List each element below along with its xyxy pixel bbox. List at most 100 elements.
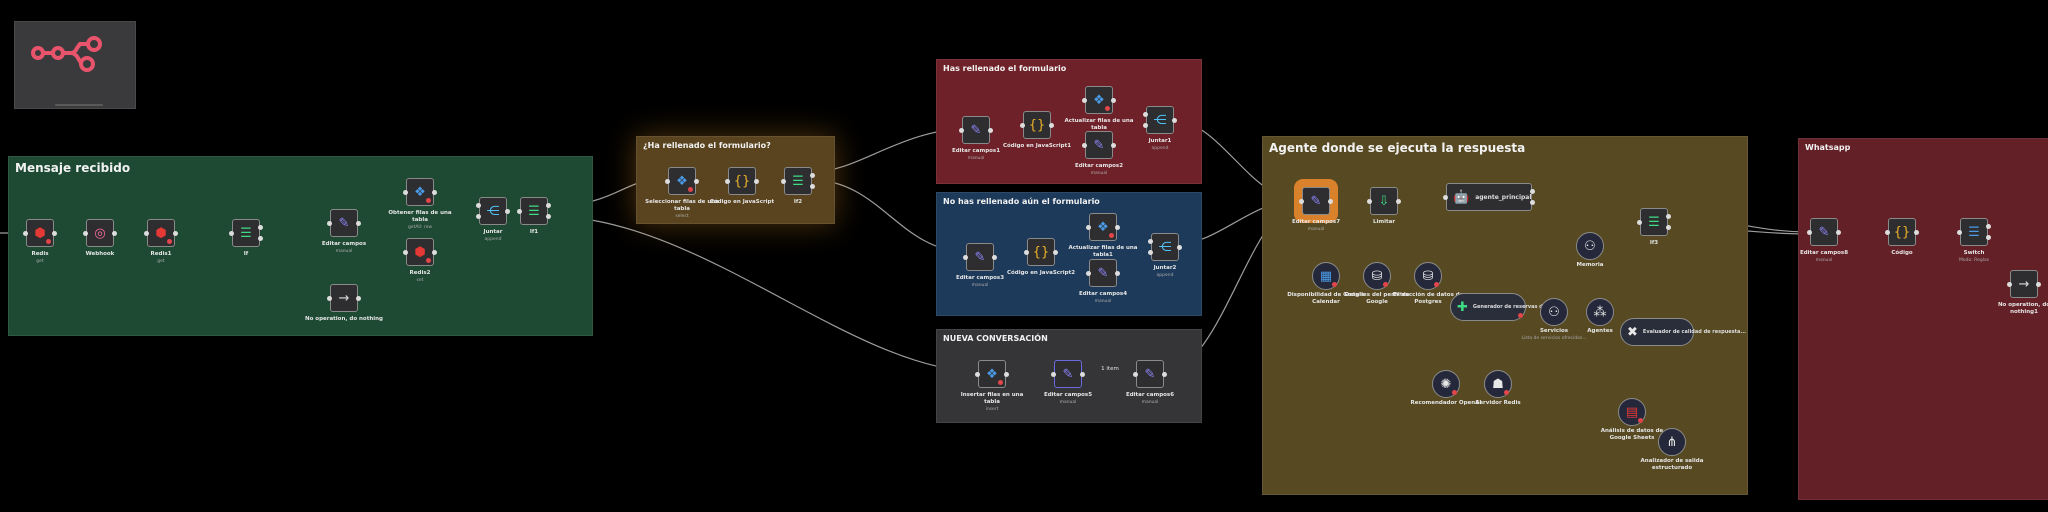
node-editar-campos1[interactable]: ✎ <box>959 116 993 144</box>
node-juntar[interactable]: ⋲ <box>476 197 510 225</box>
node-agentes[interactable]: ⁂ <box>1586 298 1614 326</box>
postgres-icon: ❖ <box>986 366 998 382</box>
node-insertar-filas[interactable]: ❖ <box>975 360 1009 388</box>
error-dot <box>426 258 431 263</box>
node-google-calendar[interactable]: ▦ <box>1312 262 1340 290</box>
node-label: Analizador de salida estructurado <box>1640 458 1704 471</box>
node-editar-campos2[interactable]: ✎ <box>1082 131 1116 159</box>
calendar-icon: ▦ <box>1319 268 1333 284</box>
node-webhook[interactable]: ◎ <box>83 219 117 247</box>
node-editar-campos8[interactable]: ✎ <box>1807 218 1841 246</box>
node-if[interactable]: ☰ <box>229 219 263 247</box>
node-label: Memoria <box>1576 262 1604 268</box>
switch-icon: ☰ <box>1968 224 1980 240</box>
node-codigo-js2[interactable]: {} <box>1024 238 1058 266</box>
code-braces-icon: {} <box>1028 117 1046 133</box>
node-codigo[interactable]: {} <box>1885 218 1919 246</box>
node-label: Servidor Redis <box>1475 400 1521 406</box>
node-seleccionar-filas[interactable]: ❖ <box>665 167 699 195</box>
node-if2[interactable]: ☰ <box>781 167 815 195</box>
node-editar-campos4[interactable]: ✎ <box>1086 259 1120 287</box>
node-output-parser[interactable]: ⋔ <box>1658 428 1686 456</box>
code-braces-icon: {} <box>1032 244 1050 260</box>
node-label: Detalles del perfil de Google <box>1344 292 1410 305</box>
node-label: If3 <box>1649 240 1659 246</box>
pencil-icon: ✎ <box>1097 265 1109 281</box>
node-servicios[interactable]: ⚇ <box>1540 298 1568 326</box>
merge-icon: ⋲ <box>1158 239 1172 255</box>
node-memoria[interactable]: ⚇ <box>1576 232 1604 260</box>
node-label: Análisis de datos de Google Sheets <box>1600 428 1664 441</box>
node-google-sheets[interactable]: ▤ <box>1618 398 1646 426</box>
node-label: Actualizar filas de una tabla1 <box>1068 245 1138 258</box>
node-openai[interactable]: ✺ <box>1432 370 1460 398</box>
node-juntar1[interactable]: ⋲ <box>1143 106 1177 134</box>
node-label: Agentes <box>1587 328 1613 334</box>
node-no-operation1[interactable]: → <box>2007 270 2041 298</box>
node-if1[interactable]: ☰ <box>517 197 551 225</box>
node-agente-principal[interactable]: 🤖agente_principal <box>1443 183 1535 211</box>
node-no-operation[interactable]: → <box>327 284 361 312</box>
if-icon: ☰ <box>1648 214 1660 230</box>
node-redis[interactable]: ⬢ <box>23 219 57 247</box>
postgres-icon: ❖ <box>676 173 688 189</box>
n8n-logo-panel[interactable] <box>14 21 136 109</box>
node-postgres-extract[interactable]: ⛁ <box>1414 262 1442 290</box>
node-codigo-js[interactable]: {} <box>725 167 759 195</box>
node-actualizar-filas1[interactable]: ❖ <box>1086 213 1120 241</box>
node-evaluador[interactable]: ✖Evaluador de calidad de respuesta... <box>1620 318 1746 346</box>
parser-icon: ⋔ <box>1666 434 1678 450</box>
node-redis2[interactable]: ⬢ <box>403 238 437 266</box>
node-editar-campos7[interactable]: ✎ <box>1299 187 1333 215</box>
database-icon: ⛁ <box>1422 268 1434 284</box>
pencil-icon: ✎ <box>1144 366 1156 382</box>
pencil-icon: ✎ <box>970 122 982 138</box>
node-obtener-filas[interactable]: ❖ <box>403 178 437 206</box>
node-redis1[interactable]: ⬢ <box>144 219 178 247</box>
pencil-icon: ✎ <box>1093 137 1105 153</box>
node-actualizar-filas[interactable]: ❖ <box>1082 86 1116 114</box>
node-editar-campos6[interactable]: ✎ <box>1133 360 1167 388</box>
limit-icon: ⇩ <box>1378 193 1390 209</box>
edge-item-count: 1 item <box>1101 366 1119 372</box>
node-label: Código en JavaScript1 <box>1002 143 1072 149</box>
node-if3[interactable]: ☰ <box>1637 208 1671 236</box>
error-dot <box>1383 282 1388 287</box>
pencil-icon: ✎ <box>974 249 986 265</box>
postgres-icon: ❖ <box>414 184 426 200</box>
node-label: Código en JavaScript <box>709 199 775 205</box>
group-whatsapp[interactable]: Whatsapp <box>1798 138 2048 500</box>
node-limitar[interactable]: ⇩ <box>1367 187 1401 215</box>
tools-icon: ✖ <box>1627 324 1638 340</box>
if-icon: ☰ <box>792 173 804 189</box>
node-label: No operation, do nothing1 <box>1997 302 2048 315</box>
node-editar-campos[interactable]: ✎ <box>327 209 361 237</box>
node-switch[interactable]: ☰ <box>1957 218 1991 246</box>
node-redis-server[interactable]: ☗ <box>1484 370 1512 398</box>
error-dot <box>1518 313 1523 318</box>
node-generador-reservas[interactable]: ✚Generador de reservas de... <box>1450 293 1552 321</box>
node-juntar2[interactable]: ⋲ <box>1148 233 1182 261</box>
node-google-profile[interactable]: ⛁ <box>1363 262 1391 290</box>
node-label: Limitar <box>1372 219 1396 225</box>
group-title: ¿Ha rellenado el formulario? <box>643 141 771 150</box>
database-icon: ⛁ <box>1371 268 1383 284</box>
robot-icon: 🤖 <box>1453 189 1470 205</box>
arrow-right-icon: → <box>2018 276 2030 292</box>
error-dot <box>688 187 693 192</box>
n8n-logo-icon <box>31 36 102 72</box>
node-label: No operation, do nothing <box>305 316 383 322</box>
node-editar-campos5[interactable]: ✎ <box>1051 360 1085 388</box>
node-editar-campos3[interactable]: ✎ <box>963 243 997 271</box>
node-codigo-js1[interactable]: {} <box>1020 111 1054 139</box>
